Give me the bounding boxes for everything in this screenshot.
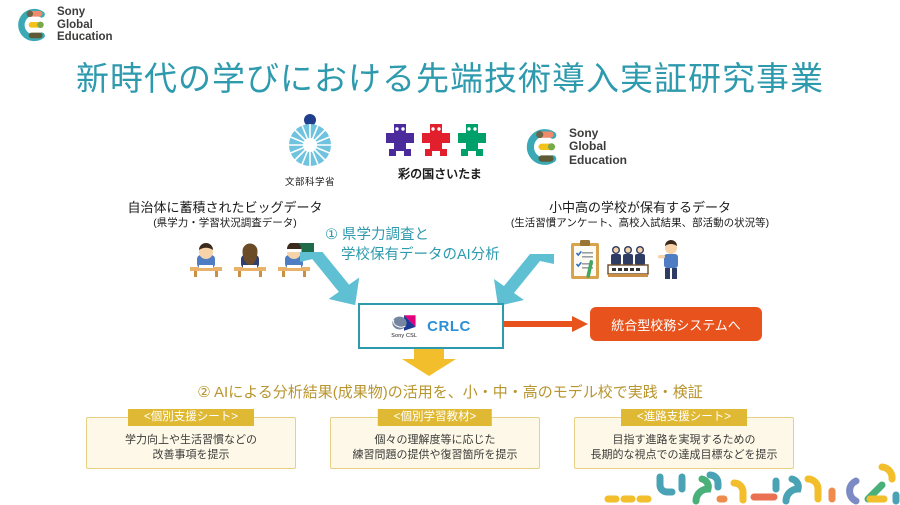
header-brand-logo: Sony Global Education	[12, 6, 113, 44]
integrated-school-system-button[interactable]: 統合型校務システムへ	[590, 307, 762, 341]
ai-analysis-box: Sony CSL CRLC	[358, 303, 504, 349]
student-desk-icon	[234, 243, 266, 277]
outcome-card-header: <個別支援シート>	[128, 409, 254, 426]
sony-csl-logo: Sony CSL	[391, 314, 417, 339]
sony-global-education-logo-icon	[18, 8, 45, 42]
school-data-illustration-group	[570, 240, 686, 280]
outcome-card-header: <進路支援シート>	[621, 409, 747, 426]
left-data-source-main: 自治体に蓄積されたビッグデータ	[127, 200, 323, 215]
step-1-label: ① 県学力調査と 学校保有データのAI分析	[325, 225, 525, 265]
mext-emblem-icon	[289, 114, 331, 166]
outcome-card: <個別学習教材> 個々の理解度等に応じた 練習問題の提供や復習箇所を提示	[330, 409, 540, 469]
outcome-card: <個別支援シート> 学力向上や生活習慣などの 改善事項を提示	[86, 409, 296, 469]
questionnaire-clipboard-icon	[571, 240, 599, 279]
mext-caption: 文部科学省	[284, 177, 335, 188]
right-data-source-sub: (生活習慣アンケート、高校入試結果、部活動の状況等)	[510, 217, 770, 229]
exam-results-board-icon	[607, 246, 649, 277]
sony-csl-label: Sony CSL	[391, 332, 418, 339]
right-data-source-main: 小中高の学校が保有するデータ	[548, 200, 731, 215]
arrow-right-orange-icon	[502, 316, 588, 332]
step-1-line-2: 学校保有データのAI分析	[341, 247, 500, 263]
sge-name-text: Sony Global Education	[569, 125, 628, 167]
page-title: 新時代の学びにおける先端技術導入実証研究事業	[76, 60, 824, 97]
sony-global-education-logo: Sony Global Education	[520, 126, 627, 168]
crlc-wordmark: CRLC	[427, 317, 471, 335]
outcome-card-body: 個々の理解度等に応じた 練習問題の提供や復習箇所を提示	[352, 434, 518, 461]
club-activity-student-icon	[658, 240, 678, 279]
arrow-right-to-box-icon	[494, 254, 554, 306]
sony-global-education-logo-icon	[526, 129, 557, 165]
students-illustration-group	[186, 243, 314, 277]
outcome-card: <進路支援シート> 目指す進路を実現するための 長期的な視点での達成目標などを提…	[574, 409, 794, 469]
arrow-down-gold-icon	[402, 347, 456, 376]
right-data-source-caption: 小中高の学校が保有するデータ (生活習慣アンケート、高校入試結果、部活動の状況等…	[480, 200, 800, 230]
arrow-left-to-box-icon	[300, 252, 360, 306]
mext-logo: 文部科学省	[275, 112, 345, 188]
student-desk-chalkboard-icon	[278, 243, 314, 277]
partner-logo-row: 文部科学省 彩の国さいたま	[0, 112, 900, 190]
step-1-line-1: ① 県学力調査と	[325, 227, 430, 243]
outcome-card-header: <個別学習教材>	[377, 409, 493, 426]
brand-name-text: Sony Global Education	[57, 6, 113, 44]
outcome-card-body: 学力向上や生活習慣などの 改善事項を提示	[125, 434, 257, 461]
left-data-source-sub: (県学力・学習状況調査データ)	[153, 217, 297, 229]
decorative-pattern	[604, 463, 900, 505]
saitama-caption: 彩の国さいたま	[398, 167, 482, 181]
outcome-card-body: 目指す進路を実現するための 長期的な視点での達成目標などを提示	[590, 434, 778, 461]
saitama-mascots-icon	[386, 124, 486, 156]
saitama-logo: 彩の国さいたま	[380, 118, 500, 182]
step-2-label: ② AIによる分析結果(成果物)の活用を、小・中・高のモデル校で実践・検証	[197, 384, 703, 401]
left-data-source-caption: 自治体に蓄積されたビッグデータ (県学力・学習状況調査データ)	[100, 200, 350, 230]
student-desk-icon	[190, 243, 222, 277]
sony-csl-logo-icon	[392, 314, 416, 331]
